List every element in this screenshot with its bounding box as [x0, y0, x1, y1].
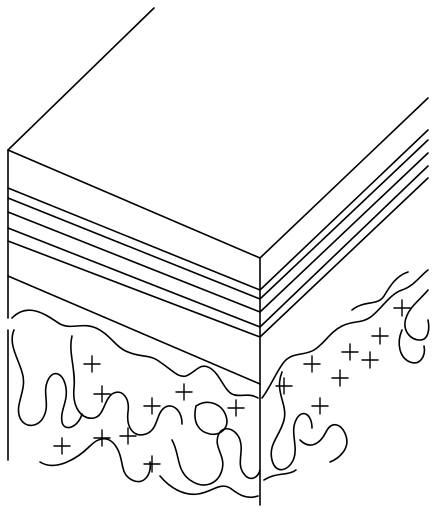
front-sedimentary-layers	[7, 187, 261, 385]
granite-plus	[93, 429, 111, 447]
granite-plus	[275, 377, 293, 395]
front-granite-symbols	[53, 355, 245, 473]
granite-plus	[371, 327, 389, 345]
side-sedimentary-layers	[259, 129, 429, 338]
front-fold-left-lobe	[11, 329, 83, 429]
granite-plus	[93, 385, 111, 403]
front-fold-middle-lobe	[70, 335, 183, 436]
front-fold-loop	[194, 401, 228, 436]
side-layer-3	[259, 152, 429, 313]
granite-plus	[303, 355, 321, 373]
block-outline	[7, 7, 429, 506]
granite-plus	[53, 437, 71, 455]
block-top-back-edge	[7, 7, 155, 151]
front-layer-1	[7, 187, 261, 291]
block-front-top-edge	[7, 149, 261, 259]
side-layer-4	[259, 165, 429, 328]
side-layer-5	[259, 177, 429, 338]
side-fold-bottom	[263, 469, 297, 481]
side-fold-right-lobe	[404, 289, 430, 341]
front-contorted-layers	[11, 309, 261, 499]
front-layer-5	[7, 240, 261, 338]
side-contorted-layers	[261, 269, 430, 481]
granite-plus	[311, 397, 329, 415]
front-fold-upper	[11, 309, 259, 399]
side-layer-1	[259, 129, 429, 291]
block-right-top-edge	[259, 97, 429, 259]
granite-plus	[331, 369, 349, 387]
granite-plus	[83, 355, 101, 373]
side-fold-top-right	[351, 271, 409, 311]
granite-plus	[143, 397, 161, 415]
side-layer-2	[259, 139, 429, 300]
granite-plus	[227, 399, 245, 417]
side-fold-mid	[270, 371, 313, 471]
side-granite-symbols	[275, 299, 411, 415]
front-layer-3	[7, 211, 261, 313]
front-layer-4	[7, 227, 261, 328]
granite-plus	[143, 455, 161, 473]
granite-plus	[175, 383, 193, 401]
front-fold-lower-lobe	[39, 438, 152, 483]
side-fold-right-lower	[398, 329, 426, 364]
side-fold-lower	[299, 424, 348, 463]
granite-plus	[341, 343, 359, 361]
granite-plus	[361, 351, 379, 369]
front-fold-right-lobe	[171, 428, 261, 486]
side-fold-upper	[261, 269, 429, 399]
front-fold-bottom-wave	[159, 475, 259, 499]
front-layer-6	[7, 275, 261, 385]
front-layer-2	[7, 197, 261, 300]
granite-plus	[393, 299, 411, 317]
granite-plus	[119, 427, 137, 445]
